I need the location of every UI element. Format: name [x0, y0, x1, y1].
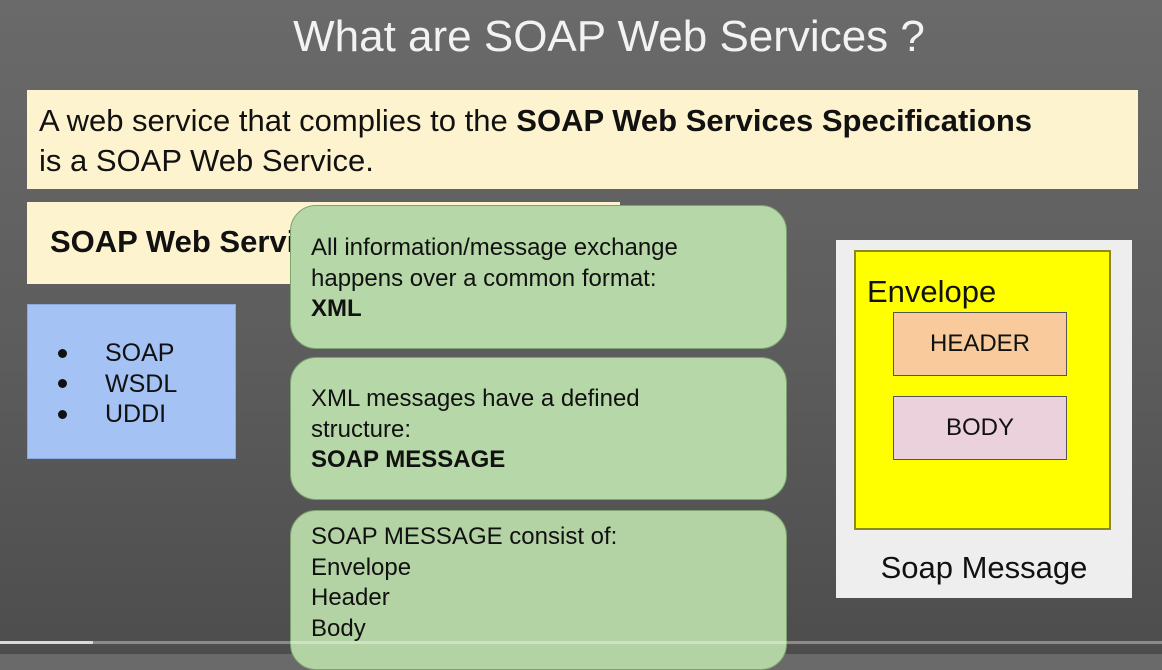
- body-box: BODY: [893, 396, 1067, 460]
- header-box: HEADER: [893, 312, 1067, 376]
- card-list-item: Header: [311, 584, 390, 611]
- soap-message-diagram: Envelope HEADER BODY Soap Message: [836, 240, 1132, 598]
- protocol-list: SOAP WSDL UDDI: [28, 305, 235, 430]
- card-line: All information/message exchange: [311, 234, 678, 261]
- card-emphasis: SOAP MESSAGE: [311, 446, 506, 473]
- list-item-label: WSDL: [105, 369, 178, 398]
- video-progress-fill: [0, 641, 93, 644]
- card-line: structure:: [311, 415, 412, 443]
- info-card-message-parts: SOAP MESSAGE consist of: Envelope Header…: [290, 510, 787, 670]
- list-item-label: UDDI: [105, 400, 167, 428]
- definition-box: A web service that complies to the SOAP …: [27, 90, 1138, 189]
- list-item: WSDL: [58, 369, 235, 400]
- card-line: happens over a common format:: [311, 264, 657, 292]
- list-item-label: SOAP: [105, 339, 175, 367]
- envelope-label: Envelope: [867, 274, 997, 309]
- list-item: SOAP: [58, 338, 235, 369]
- card-list-item: Body: [311, 614, 366, 642]
- info-card-soap-message: XML messages have a defined structure: S…: [290, 357, 787, 500]
- card-emphasis: XML: [311, 295, 362, 322]
- bullet-icon: [58, 409, 67, 419]
- definition-bold: SOAP Web Services Specifications: [516, 103, 1033, 138]
- bullet-icon: [58, 379, 67, 389]
- video-progress-bar[interactable]: [0, 641, 1162, 644]
- bullet-icon: [58, 348, 67, 358]
- card-line: XML messages have a defined: [311, 385, 640, 412]
- slide-title: What are SOAP Web Services ?: [293, 12, 925, 61]
- protocol-list-box: SOAP WSDL UDDI: [27, 304, 236, 459]
- card-list-item: Envelope: [311, 553, 412, 581]
- envelope-box: Envelope HEADER BODY: [854, 250, 1111, 530]
- definition-suffix: is a SOAP Web Service.: [39, 143, 374, 178]
- card-line: SOAP MESSAGE consist of:: [311, 523, 618, 550]
- info-card-xml: All information/message exchange happens…: [290, 205, 787, 349]
- list-item: UDDI: [58, 399, 235, 430]
- definition-prefix: A web service that complies to the: [39, 103, 517, 138]
- diagram-caption: Soap Message: [880, 550, 1088, 585]
